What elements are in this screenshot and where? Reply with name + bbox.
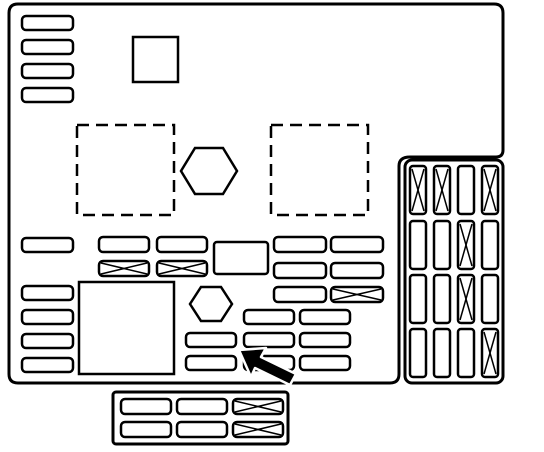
relay-small <box>212 240 270 276</box>
fuse <box>20 86 75 104</box>
hex-bolt-upper <box>179 146 239 196</box>
fuse <box>298 308 352 326</box>
fuse <box>175 420 229 439</box>
middle-fuses <box>20 235 385 304</box>
vertical-fuse <box>480 273 500 325</box>
vertical-fuse <box>456 327 476 379</box>
optional-relay-left <box>75 123 176 217</box>
fuse <box>272 285 328 304</box>
fuse <box>298 354 352 372</box>
vertical-fuse <box>432 273 452 325</box>
square-relay <box>131 35 180 84</box>
fuse <box>242 308 296 326</box>
fuse <box>119 397 173 416</box>
fuse <box>329 261 385 280</box>
vertical-fuse <box>456 164 476 216</box>
fuse <box>272 235 328 254</box>
vertical-fuse <box>408 273 428 325</box>
fuse <box>20 14 75 32</box>
fuse <box>97 235 151 254</box>
fuse <box>20 62 75 80</box>
fuse <box>175 397 229 416</box>
bottom-block-spare-marks <box>234 400 282 436</box>
fuse <box>20 356 75 374</box>
fuse <box>119 420 173 439</box>
top-left-fuse-column <box>20 14 75 104</box>
fuse <box>242 331 296 349</box>
hex-bolt-lower <box>188 285 234 323</box>
fuse-indicated <box>184 331 238 349</box>
lower-center-fuses <box>184 308 352 372</box>
fuse <box>155 235 209 254</box>
fuse <box>184 354 238 372</box>
vertical-fuse <box>408 327 428 379</box>
fuse <box>20 38 75 56</box>
fuse <box>20 284 75 302</box>
fuse <box>329 235 385 254</box>
vertical-fuse <box>480 219 500 271</box>
right-fuse-block <box>403 158 505 385</box>
fuse <box>20 236 75 254</box>
right-block-spare-marks <box>411 168 497 375</box>
vertical-fuse <box>408 219 428 271</box>
arrow-icon <box>237 346 298 387</box>
fuse <box>20 332 75 350</box>
fuse <box>298 331 352 349</box>
optional-relay-right <box>269 123 370 217</box>
fuse <box>272 261 328 280</box>
right-block-fuses <box>408 164 500 379</box>
spare-marks <box>100 262 382 301</box>
large-relay <box>77 280 176 376</box>
vertical-fuse <box>432 219 452 271</box>
vertical-fuse <box>432 327 452 379</box>
fuse <box>20 308 75 326</box>
lower-left-fuses <box>20 280 176 376</box>
